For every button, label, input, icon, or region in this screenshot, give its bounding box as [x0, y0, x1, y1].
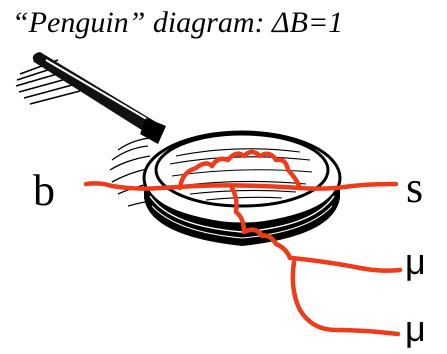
s-quark-label: s	[406, 166, 423, 210]
muon-label-top: μ	[405, 242, 426, 282]
magnifying-glass-icon	[16, 52, 340, 246]
mu-upper-line	[292, 258, 400, 271]
diagram-title: “Penguin” diagram: ΔB=1	[12, 6, 442, 40]
internal-quark-line	[196, 185, 300, 188]
b-quark-label: b	[33, 169, 55, 213]
muon-label-bottom: μ	[405, 309, 426, 349]
